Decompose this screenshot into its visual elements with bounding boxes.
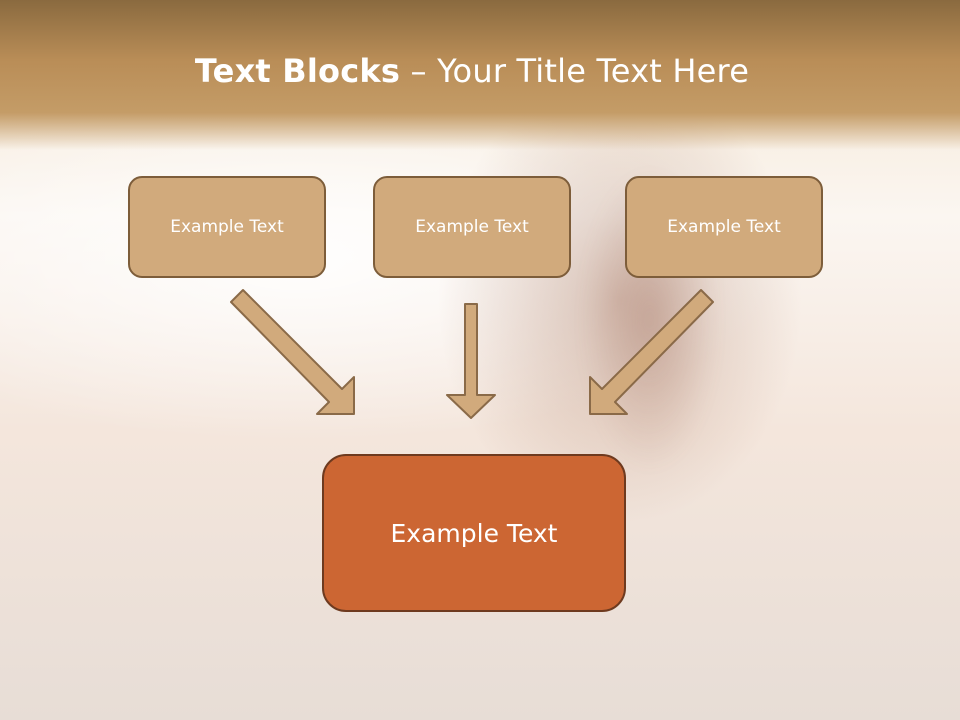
arrow-down-icon	[446, 303, 496, 419]
arrow-down-right-icon	[230, 289, 355, 415]
arrow-down-left-icon	[589, 289, 714, 415]
text-block-right-label: Example Text	[667, 217, 781, 237]
text-block-right: Example Text	[625, 176, 823, 278]
title-bold-part: Text Blocks	[194, 52, 401, 90]
text-block-center-label: Example Text	[415, 217, 529, 237]
slide-title: Text Blocks – Your Title Text Here	[0, 52, 944, 90]
target-block-label: Example Text	[390, 518, 558, 548]
title-dash: –	[400, 52, 438, 90]
target-block: Example Text	[322, 454, 626, 612]
text-block-left: Example Text	[128, 176, 326, 278]
text-block-left-label: Example Text	[170, 217, 284, 237]
text-block-center: Example Text	[373, 176, 571, 278]
title-rest: Your Title Text Here	[437, 52, 750, 90]
title-band	[0, 0, 960, 150]
